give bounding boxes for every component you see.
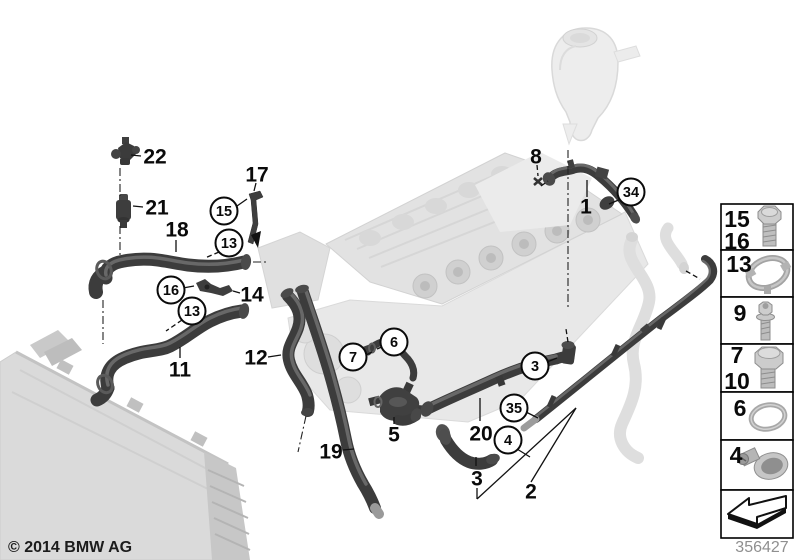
drain-plug-icon — [754, 346, 784, 389]
callout-circled-13: 13 — [184, 304, 200, 320]
legend-number-10: 10 — [724, 368, 750, 394]
leader-lines — [102, 150, 701, 500]
clamp-ring-icon — [745, 255, 792, 294]
drawing-number: 356427 — [735, 539, 788, 556]
legend-box-screw — [720, 296, 794, 345]
coolant-pipe-2 — [520, 255, 718, 432]
engine-ghost — [257, 152, 649, 423]
hose-12 — [280, 288, 315, 417]
copyright-text: © 2014 BMW AG — [8, 539, 132, 556]
callout-2: 2 — [525, 481, 537, 504]
callout-circle-4 — [493, 425, 523, 455]
callout-11: 11 — [169, 359, 192, 382]
legend-number-15: 15 — [724, 206, 750, 232]
callout-circled-3: 3 — [531, 359, 539, 375]
legend-box-o-ring — [720, 391, 794, 441]
legend-number-9: 9 — [734, 300, 747, 326]
hex-bolt-icon — [757, 205, 782, 247]
ghost-parts-layer — [0, 27, 689, 560]
callout-circled-4: 4 — [504, 433, 512, 449]
callout-circle-7 — [338, 342, 368, 372]
callout-5: 5 — [388, 424, 400, 447]
callout-19: 19 — [319, 441, 342, 464]
callout-12: 12 — [244, 347, 267, 370]
clip-8 — [533, 177, 543, 186]
callout-circled-7: 7 — [349, 350, 357, 366]
elbow-hose-3 — [435, 424, 500, 470]
parts-layer — [88, 137, 718, 519]
callout-circled-13: 13 — [221, 236, 237, 252]
small-screw-icon — [756, 301, 775, 341]
callout-20: 20 — [469, 423, 492, 446]
sensor-21 — [116, 194, 131, 228]
callout-circle-13 — [214, 228, 244, 258]
callout-circle-13 — [177, 296, 207, 326]
o-ring-icon — [748, 402, 788, 432]
expansion-tank-ghost — [551, 27, 641, 146]
callout-14: 14 — [240, 284, 264, 307]
callout-3: 3 — [471, 468, 483, 491]
bracket-14 — [196, 279, 233, 296]
direction-arrow-icon — [727, 495, 787, 529]
callout-circle-35 — [499, 393, 529, 423]
legend-number-13: 13 — [726, 251, 752, 277]
legend-number-7: 7 — [731, 342, 744, 368]
hose-19 — [295, 284, 384, 519]
valve-22 — [111, 137, 140, 165]
legend-number-6: 6 — [734, 395, 747, 421]
callout-circled-6: 6 — [390, 335, 398, 351]
callout-circled-15: 15 — [216, 204, 232, 220]
bracket-17 — [247, 190, 264, 248]
callout-21: 21 — [145, 197, 169, 220]
callout-circled-34: 34 — [623, 185, 639, 201]
callout-circle-16 — [156, 275, 186, 305]
callout-circle-3 — [520, 351, 550, 381]
callout-1: 1 — [580, 196, 592, 219]
hose-clamp-icon — [737, 447, 789, 480]
callout-18: 18 — [165, 219, 189, 242]
legend-number-4: 4 — [730, 442, 743, 468]
hose-11 — [90, 303, 250, 407]
callout-circled-16: 16 — [163, 283, 179, 299]
radiator-ghost — [0, 330, 251, 560]
callout-circle-6 — [379, 327, 409, 357]
legend-number-16: 16 — [724, 228, 750, 254]
hose-18 — [88, 252, 252, 299]
callout-8: 8 — [530, 146, 542, 169]
down-arrow-icon — [251, 231, 261, 248]
callout-22: 22 — [143, 146, 166, 169]
callout-circle-34 — [616, 177, 646, 207]
callout-17: 17 — [245, 164, 268, 187]
callout-circled-35: 35 — [506, 401, 522, 417]
callout-circle-15 — [209, 196, 239, 226]
